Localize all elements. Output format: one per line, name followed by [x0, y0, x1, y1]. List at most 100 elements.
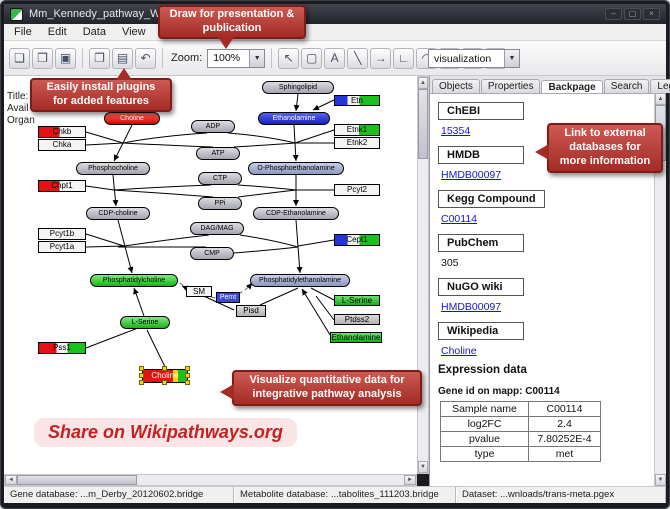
open-folder-button[interactable]: ❒	[32, 47, 53, 69]
new-file-icon: ❏	[14, 51, 25, 65]
save-button[interactable]: ▣	[55, 47, 76, 69]
pathway-node[interactable]: Phosphocholine	[76, 162, 150, 175]
arrow-tool-icon: →	[374, 51, 387, 65]
pathway-node[interactable]: CTP	[198, 172, 242, 185]
pathway-node[interactable]: Etnk2	[334, 137, 380, 149]
pathway-node[interactable]: Ethanolamine	[330, 332, 382, 343]
node-label: Etnk1	[346, 125, 368, 134]
undo-button[interactable]: ↶	[135, 47, 156, 69]
arc-tool-icon: ◠	[421, 51, 432, 65]
pathway-node[interactable]: Chkb	[38, 126, 86, 138]
pathway-node[interactable]: Pss1	[38, 342, 86, 354]
pathway-node[interactable]: L-Serine	[120, 316, 170, 329]
selection-tool-button[interactable]: ↖	[278, 47, 300, 69]
label-tool-button[interactable]: A	[324, 47, 346, 69]
toolbar-separator	[162, 48, 163, 68]
menu-view[interactable]: View	[121, 26, 146, 38]
tab-search[interactable]: Search	[603, 79, 650, 93]
table-cell: 7.80252E-4	[528, 431, 601, 447]
pathway-node[interactable]: ATP	[196, 147, 240, 160]
section-value-wikipedia[interactable]: Choline	[441, 345, 477, 357]
pathway-node[interactable]: Choline	[104, 112, 160, 125]
visualization-combobox[interactable]: visualization ▼	[428, 49, 520, 68]
callout-text: Link to external databases for more info…	[559, 127, 651, 167]
pathway-node[interactable]: Ptdss2	[334, 314, 380, 325]
copy-button[interactable]: ❐	[89, 47, 110, 69]
selection-handle[interactable]	[185, 366, 190, 371]
pathway-node[interactable]: Phosphatidylcholine	[90, 274, 178, 287]
selection-handle[interactable]	[139, 373, 144, 378]
pathway-node[interactable]: Pcyt2	[334, 184, 380, 196]
scroll-thumb[interactable]	[418, 89, 428, 159]
minimize-button[interactable]: –	[605, 8, 622, 20]
maximize-button[interactable]: ▢	[624, 8, 641, 20]
elbow-tool-icon: ∟	[397, 51, 410, 65]
pathway-node[interactable]: Etnk1	[334, 124, 380, 136]
pathway-node[interactable]: Chpt1	[38, 180, 86, 192]
tab-properties[interactable]: Properties	[480, 79, 541, 93]
menu-file[interactable]: File	[14, 26, 32, 38]
node-label: CDP-choline	[98, 210, 138, 217]
node-label: Pisd	[243, 306, 259, 315]
pathway-node[interactable]: Pcyt1a	[38, 241, 86, 253]
pathway-node[interactable]: L-Serine	[334, 295, 380, 306]
scroll-right-icon[interactable]: ►	[404, 475, 416, 485]
pathway-node[interactable]: Chka	[38, 139, 86, 151]
pathway-node[interactable]: PPi	[198, 197, 242, 210]
section-value-chebi[interactable]: 15354	[441, 125, 471, 137]
elbow-tool-button[interactable]: ∟	[393, 47, 415, 69]
selection-handle[interactable]	[139, 366, 144, 371]
scroll-left-icon[interactable]: ◄	[5, 475, 17, 485]
pathway-node[interactable]: CDP-Ethanolamine	[253, 207, 339, 220]
tab-objects[interactable]: Objects	[432, 79, 480, 93]
selection-handle[interactable]	[162, 366, 167, 371]
pathway-node[interactable]: CDP-choline	[86, 207, 150, 220]
zoom-combobox[interactable]: 100% ▼	[207, 48, 266, 68]
pathway-node[interactable]: CMP	[190, 247, 234, 260]
selection-handle[interactable]	[185, 380, 190, 385]
paste-button[interactable]: ▤	[112, 47, 133, 69]
node-label: Sphingolipid	[278, 84, 318, 91]
datanode-tool-icon: ▢	[306, 51, 318, 65]
new-file-button[interactable]: ❏	[9, 47, 30, 69]
chevron-down-icon[interactable]: ▼	[504, 50, 519, 67]
pathway-node[interactable]: SM	[186, 286, 212, 297]
pathway-node[interactable]: Phosphatidylethanolamine	[250, 274, 350, 287]
node-label: Chka	[52, 140, 72, 149]
tab-backpage[interactable]: Backpage	[541, 80, 603, 94]
pathway-node[interactable]: Pcyt1b	[38, 228, 86, 240]
pathway-node[interactable]: Pisd	[236, 305, 266, 317]
pathway-node[interactable]: DAG/MAG	[190, 222, 244, 235]
section-value-kegg-compound[interactable]: C00114	[441, 213, 478, 225]
chevron-down-icon[interactable]: ▼	[249, 49, 265, 67]
close-button[interactable]: ×	[643, 8, 660, 20]
scroll-down-icon[interactable]: ▼	[655, 474, 666, 486]
section-value-hmdb[interactable]: HMDB00097	[441, 169, 502, 181]
selection-handle[interactable]	[185, 373, 190, 378]
canvas-horizontal-scrollbar[interactable]: ◄ ►	[4, 474, 417, 486]
menu-edit[interactable]: Edit	[47, 26, 67, 38]
scroll-up-icon[interactable]: ▲	[418, 77, 428, 89]
section-value-nugo-wiki[interactable]: HMDB00097	[441, 301, 502, 313]
pathway-node[interactable]: Pemt	[216, 292, 240, 303]
selection-handle[interactable]	[162, 380, 167, 385]
canvas-vertical-scrollbar[interactable]: ▲ ▼	[417, 76, 429, 474]
menu-data[interactable]: Data	[82, 26, 106, 38]
scroll-thumb[interactable]	[17, 475, 137, 485]
datanode-tool-button[interactable]: ▢	[301, 47, 323, 69]
pathway-node[interactable]: Ethanolamine	[258, 112, 330, 125]
pathway-node[interactable]: ADP	[191, 120, 235, 133]
pathway-node[interactable]: Sphingolipid	[262, 81, 334, 94]
pathway-node[interactable]: Cept1	[334, 234, 380, 246]
scroll-down-icon[interactable]: ▼	[418, 461, 428, 473]
arrow-tool-button[interactable]: →	[370, 47, 392, 69]
callout-draw-presentation: Draw for presentation & publication	[158, 5, 306, 49]
line-tool-button[interactable]: ╲	[347, 47, 369, 69]
tab-legend[interactable]: Legend	[650, 79, 670, 93]
pathway-node[interactable]: O-Phosphoethanolamine	[248, 162, 344, 175]
selection-handle[interactable]	[139, 380, 144, 385]
scroll-up-icon[interactable]: ▲	[655, 93, 666, 105]
pathway-node[interactable]: Etn	[334, 95, 380, 106]
